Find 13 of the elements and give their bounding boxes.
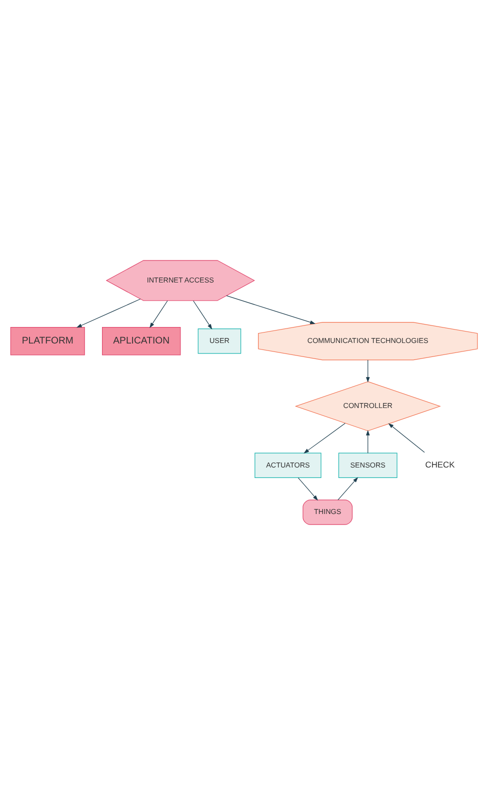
node-box: PLATFORM: [10, 327, 85, 356]
arrow: [76, 298, 141, 328]
arrow: [338, 477, 358, 500]
arrow: [366, 430, 370, 454]
arrow: [304, 423, 346, 454]
arrow: [298, 477, 318, 501]
node-box: APLICATION: [102, 327, 181, 356]
node-text: CHECK: [425, 460, 455, 470]
arrow: [366, 360, 370, 382]
arrow: [388, 423, 425, 453]
arrow: [193, 300, 212, 330]
arrow: [150, 300, 168, 328]
arrow: [226, 295, 316, 324]
